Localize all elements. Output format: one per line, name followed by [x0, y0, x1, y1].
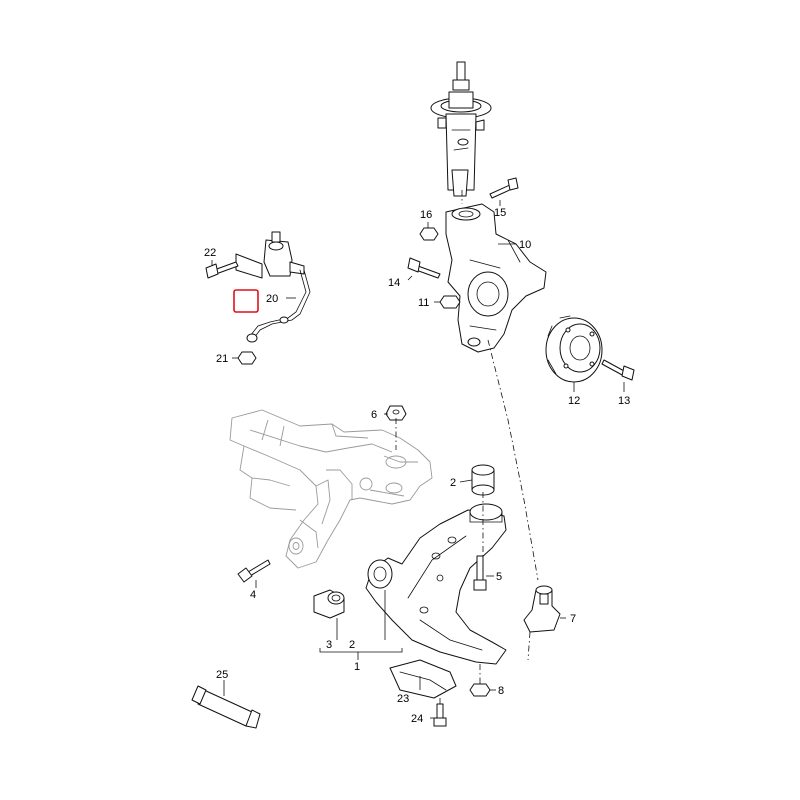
label-16: 16 — [420, 209, 432, 221]
bolt-24 — [433, 703, 447, 727]
bolt-14 — [407, 257, 441, 279]
grease-tube-25 — [191, 685, 261, 729]
label-13: 13 — [618, 395, 630, 407]
nut-16 — [419, 227, 439, 241]
label-4: 4 — [250, 589, 256, 601]
label-2b: 2 — [450, 477, 456, 489]
level-sensor — [235, 231, 311, 343]
highlight-box — [233, 289, 259, 313]
nut-11 — [439, 295, 461, 309]
subframe — [229, 409, 433, 569]
label-6: 6 — [371, 409, 377, 421]
label-7: 7 — [570, 613, 576, 625]
label-8: 8 — [498, 685, 504, 697]
label-14: 14 — [388, 277, 400, 289]
bolt-15 — [489, 177, 519, 199]
label-5: 5 — [496, 571, 502, 583]
bush-3 — [313, 589, 345, 619]
ball-joint-7 — [523, 585, 561, 633]
bolt-13 — [601, 359, 635, 381]
label-20: 20 — [266, 293, 278, 305]
label-10: 10 — [519, 239, 531, 251]
label-24: 24 — [411, 713, 423, 725]
steering-knuckle — [445, 203, 547, 353]
wheel-hub — [545, 315, 603, 383]
label-1: 1 — [354, 661, 360, 673]
leader-lines — [211, 200, 625, 719]
bolt-4 — [237, 559, 271, 583]
control-arm — [365, 503, 507, 665]
nut-6 — [385, 405, 407, 421]
label-21: 21 — [216, 353, 228, 365]
label-3: 3 — [326, 639, 332, 651]
label-25: 25 — [216, 669, 228, 681]
nut-8 — [469, 683, 491, 697]
bolt-5 — [473, 555, 487, 591]
nut-21 — [237, 351, 257, 365]
label-23: 23 — [397, 693, 409, 705]
label-2: 2 — [349, 639, 355, 651]
label-11: 11 — [418, 297, 429, 309]
bush-2 — [471, 464, 495, 496]
assembly-lines — [395, 190, 539, 704]
part-labels: 1 2 3 4 5 6 7 8 10 11 12 13 14 15 16 20 … — [204, 207, 630, 725]
cover-plate-23 — [389, 659, 457, 699]
label-15: 15 — [494, 207, 506, 219]
shock-absorber — [430, 61, 492, 197]
label-12: 12 — [568, 395, 580, 407]
bolt-22 — [205, 261, 239, 279]
label-22: 22 — [204, 247, 216, 259]
